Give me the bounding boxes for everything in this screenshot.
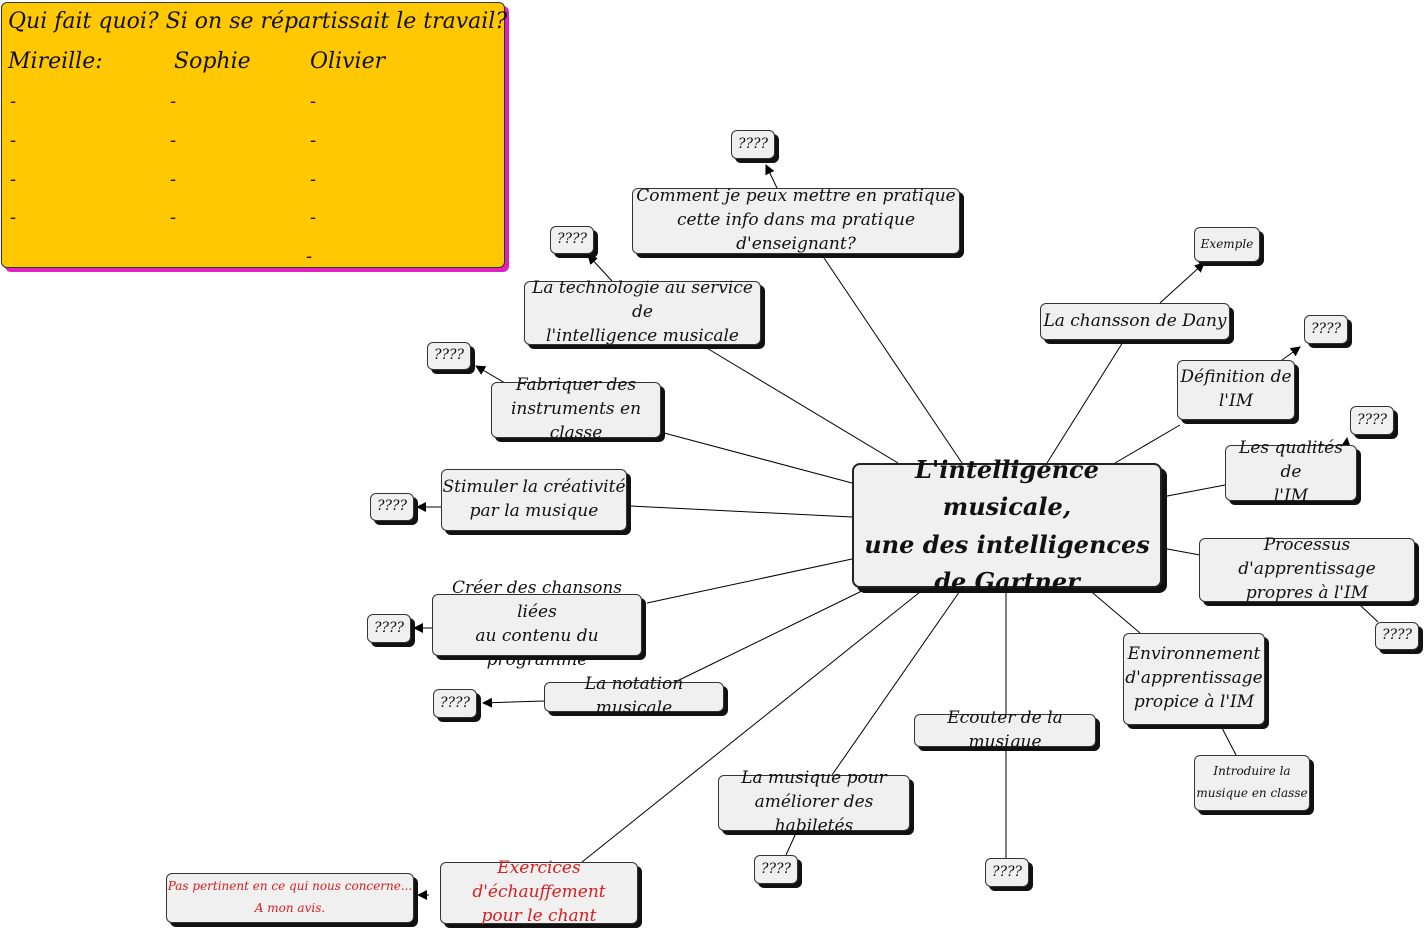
node-line: La musique pour — [741, 768, 887, 789]
note-column-sophie: Sophie — [174, 49, 251, 74]
note-dash: - — [310, 207, 317, 228]
node-line: l'IM — [1273, 485, 1309, 506]
note-dash: - — [310, 91, 317, 112]
node-line: Les qualités de — [1239, 438, 1343, 483]
node-line: Processus d'apprentissage — [1238, 535, 1376, 580]
node-line: Introduire la — [1213, 764, 1291, 779]
note-dash: - — [170, 130, 177, 151]
node-chansson-dany[interactable]: La chansson de Dany — [1040, 303, 1230, 340]
node-line: Créer des chansons liées — [451, 578, 623, 623]
node-line: pour le chant — [481, 905, 597, 926]
note-dash: - — [170, 91, 177, 112]
node-line: La notation musicale — [584, 674, 684, 718]
node-line: Environnement — [1127, 644, 1261, 665]
placeholder-node[interactable]: ???? — [427, 342, 471, 370]
node-ecouter-musique[interactable]: Ecouter de la musique — [914, 708, 1096, 752]
placeholder-node[interactable]: ???? — [754, 855, 798, 884]
note-dash: - — [10, 207, 17, 228]
node-line: cette info dans ma pratique d'enseignant… — [676, 210, 916, 254]
node-line: Pas pertinent en ce qui nous concerne... — [167, 879, 413, 894]
task-note: Qui fait quoi? Si on se répartissait le … — [1, 2, 508, 268]
placeholder-node[interactable]: ???? — [367, 614, 411, 643]
node-line: instruments en classe — [510, 399, 642, 443]
note-dash: - — [170, 207, 177, 228]
node-line: La technologie au service de — [532, 278, 753, 323]
central-line-1: L'intelligence musicale, — [915, 455, 1099, 522]
placeholder-node[interactable]: ???? — [731, 130, 775, 159]
node-line: propice à l'IM — [1133, 691, 1255, 712]
note-column-mireille: Mireille: — [8, 49, 103, 74]
placeholder-node[interactable]: ???? — [433, 689, 477, 718]
node-line: d'apprentissage — [1125, 668, 1263, 689]
note-dash: - — [310, 169, 317, 190]
node-line: l'intelligence musicale — [546, 325, 739, 346]
node-comment-pratique[interactable]: Comment je peux mettre en pratique cette … — [632, 186, 960, 254]
node-line: Comment je peux mettre en pratique — [636, 186, 956, 207]
note-dash: - — [306, 246, 313, 267]
note-title: Qui fait quoi? Si on se répartissait le … — [8, 9, 508, 34]
node-line: La chansson de Dany — [1043, 310, 1227, 331]
note-dash: - — [10, 130, 17, 151]
central-topic[interactable]: L'intelligence musicale, une des intelli… — [852, 455, 1162, 596]
node-line: Exemple — [1200, 236, 1254, 251]
node-fabriquer-instruments[interactable]: Fabriquer des instruments en classe — [491, 375, 661, 443]
node-definition-im[interactable]: Définition de l'IM — [1177, 360, 1295, 420]
node-line: par la musique — [469, 501, 599, 521]
note-column-olivier: Olivier — [310, 49, 386, 74]
placeholder-node[interactable]: ???? — [985, 858, 1029, 887]
node-line: Définition de — [1180, 367, 1292, 388]
node-line: Fabriquer des — [515, 375, 637, 396]
node-line: A mon avis. — [254, 901, 326, 915]
placeholder-node[interactable]: ???? — [1375, 622, 1419, 650]
central-line-2: une des intelligences — [864, 529, 1150, 559]
central-line-3: de Gartner — [934, 566, 1080, 596]
node-line: Ecouter de la musique — [947, 707, 1063, 752]
node-line: au contenu du programme — [475, 626, 599, 670]
node-line: Exercices d'échauffement — [472, 858, 606, 903]
note-dash: - — [10, 169, 17, 190]
node-line: propres à l'IM — [1245, 582, 1369, 603]
placeholder-node[interactable]: ???? — [370, 493, 414, 521]
placeholder-node[interactable]: ???? — [1304, 315, 1348, 344]
placeholder-node[interactable]: ???? — [550, 226, 594, 254]
node-exemple[interactable]: Exemple — [1194, 227, 1260, 262]
node-line: améliorer des habiletés — [754, 792, 874, 836]
node-line: l'IM — [1218, 391, 1254, 411]
node-line: Stimuler la créativité — [442, 477, 626, 498]
note-dash: - — [310, 130, 317, 151]
placeholder-node[interactable]: ???? — [1350, 406, 1394, 435]
node-notation-musicale[interactable]: La notation musicale — [544, 674, 724, 718]
node-pas-pertinent[interactable]: Pas pertinent en ce qui nous concerne...… — [166, 873, 414, 923]
node-introduire-musique[interactable]: Introduire la musique en classe — [1194, 755, 1310, 811]
node-line: musique en classe — [1196, 786, 1308, 800]
note-dash: - — [170, 169, 177, 190]
node-ameliorer-habiletes[interactable]: La musique pour améliorer des habiletés — [718, 768, 910, 836]
note-dash: - — [10, 91, 17, 112]
node-stimuler-creativite[interactable]: Stimuler la créativité par la musique — [441, 469, 627, 531]
